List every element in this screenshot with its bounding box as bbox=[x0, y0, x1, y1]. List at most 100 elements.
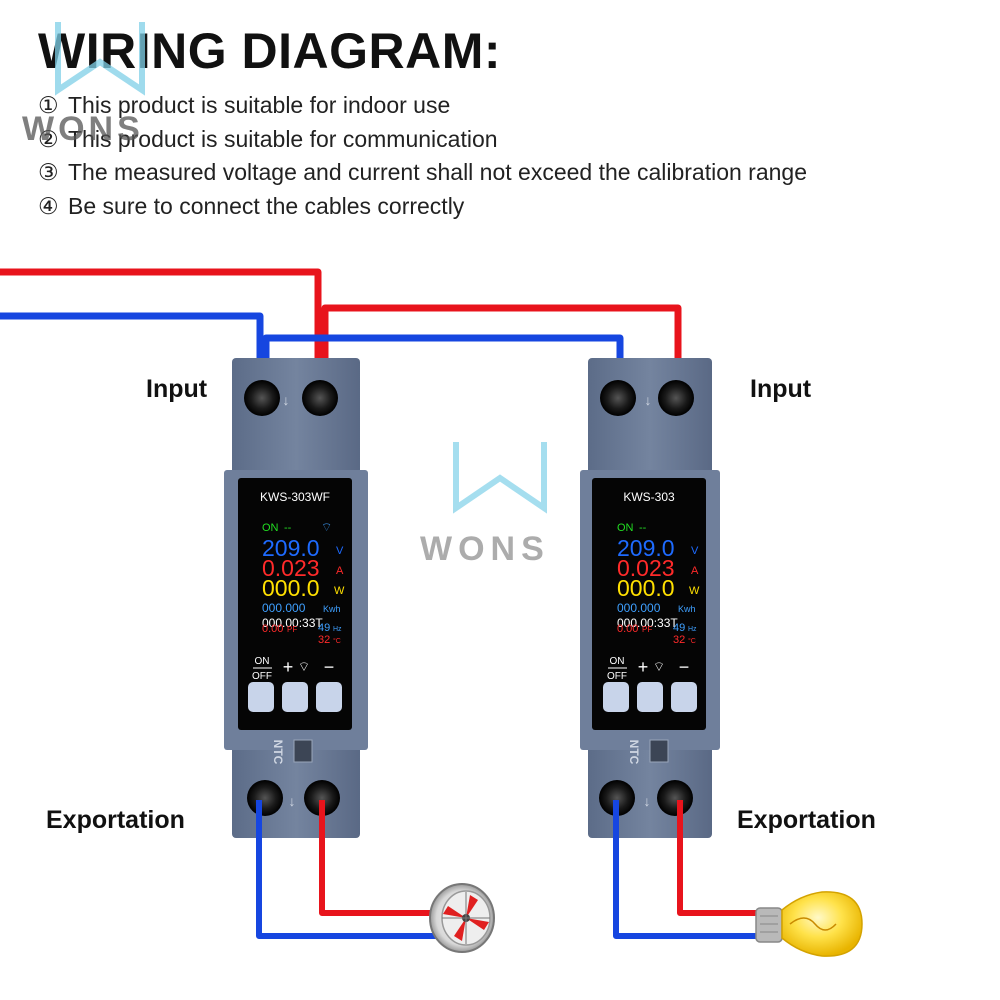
current-unit: A bbox=[691, 565, 699, 577]
lcd-screen bbox=[238, 478, 352, 730]
neutral-wire-bulb bbox=[613, 800, 770, 939]
note-marker: ② bbox=[38, 126, 59, 152]
note-marker: ④ bbox=[38, 193, 59, 219]
terminal-screw bbox=[247, 780, 283, 816]
output-wires bbox=[256, 800, 770, 939]
off-caption: OFF bbox=[607, 671, 627, 682]
note-text: Be sure to connect the cables correctly bbox=[68, 193, 465, 219]
pf-unit: PF bbox=[642, 625, 652, 634]
watermark-logo: WONS bbox=[420, 442, 547, 568]
minus-button bbox=[316, 682, 342, 712]
neutral-wire-supply bbox=[0, 312, 264, 395]
pf-value: 0.00 bbox=[262, 623, 283, 635]
terminal-screw bbox=[304, 780, 340, 816]
terminal-screw bbox=[599, 780, 635, 816]
minus-button bbox=[671, 682, 697, 712]
temp-unit: °C bbox=[688, 637, 696, 645]
input-label-left: Input bbox=[146, 375, 208, 403]
note-marker: ① bbox=[38, 92, 59, 118]
terminal-screw bbox=[244, 380, 280, 416]
voltage-unit: V bbox=[336, 545, 344, 557]
energy-value: 000.000 bbox=[262, 601, 306, 615]
energy-unit: Kwh bbox=[678, 604, 696, 614]
minus-icon: − bbox=[679, 657, 690, 677]
note-marker: ③ bbox=[38, 159, 59, 185]
on-caption: ON bbox=[255, 656, 270, 667]
live-wire-link bbox=[321, 304, 682, 395]
ntc-port bbox=[293, 739, 313, 763]
exportation-label-right: Exportation bbox=[737, 806, 876, 834]
fan-icon bbox=[429, 883, 495, 953]
off-caption: OFF bbox=[252, 671, 272, 682]
minus-icon: − bbox=[324, 657, 335, 677]
live-wire-bulb bbox=[677, 800, 770, 916]
lcd-screen bbox=[592, 478, 706, 730]
arrow-mark: ↓ bbox=[289, 793, 296, 809]
wifi-icon: ⌔ bbox=[653, 659, 665, 674]
on-off-button bbox=[248, 682, 274, 712]
current-value: 0.023 bbox=[617, 555, 675, 581]
page-title: WIRING DIAGRAM: bbox=[38, 23, 501, 79]
temp-unit: °C bbox=[333, 637, 341, 645]
terminal-screw bbox=[657, 780, 693, 816]
pf-value: 0.00 bbox=[617, 623, 638, 635]
status-dash: -- bbox=[639, 522, 647, 534]
input-label-right: Input bbox=[750, 375, 812, 403]
power-value: 000.0 bbox=[262, 575, 320, 601]
freq-value: 49 bbox=[318, 622, 330, 634]
voltage-unit: V bbox=[691, 545, 699, 557]
arrow-mark: ↓ bbox=[645, 392, 652, 408]
note-2: ② This product is suitable for communicat… bbox=[38, 128, 498, 151]
wifi-icon: ⌔ bbox=[321, 520, 332, 534]
status-on: ON bbox=[262, 522, 279, 534]
energy-unit: Kwh bbox=[323, 604, 341, 614]
status-on: ON bbox=[617, 522, 634, 534]
arrow-mark: ↓ bbox=[283, 392, 290, 408]
freq-unit: Hz bbox=[333, 626, 342, 633]
ntc-label: NTC bbox=[271, 740, 285, 765]
temp-value: 32 bbox=[673, 634, 685, 646]
plus-button bbox=[637, 682, 663, 712]
time-value: 000.00:33T bbox=[617, 616, 678, 630]
energy-value: 000.000 bbox=[617, 601, 661, 615]
light-bulb-icon bbox=[755, 891, 863, 957]
plus-icon: + bbox=[638, 657, 649, 677]
on-off-button bbox=[603, 682, 629, 712]
arrow-mark: ↓ bbox=[644, 793, 651, 809]
wifi-icon: ⌔ bbox=[298, 659, 310, 674]
time-value: 000.00:33T bbox=[262, 616, 323, 630]
terminal-screw bbox=[302, 380, 338, 416]
voltage-value: 209.0 bbox=[262, 535, 320, 561]
model-label: KWS-303WF bbox=[260, 490, 330, 504]
ntc-label: NTC bbox=[627, 740, 641, 765]
ntc-port bbox=[649, 739, 669, 763]
plus-icon: + bbox=[283, 657, 294, 677]
neutral-wire-fan bbox=[256, 800, 436, 939]
terminal-screw bbox=[600, 380, 636, 416]
power-unit: W bbox=[689, 585, 700, 597]
terminal-screw bbox=[658, 380, 694, 416]
temp-value: 32 bbox=[318, 634, 330, 646]
meter-device-right: ↓ KWS-303 ON -- 209.0 V 0.023 A 000.0 W … bbox=[580, 358, 720, 838]
on-caption: ON bbox=[610, 656, 625, 667]
model-label: KWS-303 bbox=[623, 490, 675, 504]
current-value: 0.023 bbox=[262, 555, 320, 581]
note-text: This product is suitable for communicati… bbox=[68, 126, 498, 152]
status-dash: -- bbox=[284, 522, 292, 534]
pf-unit: PF bbox=[287, 625, 297, 634]
plus-button bbox=[282, 682, 308, 712]
corner-logo: WONS bbox=[22, 22, 145, 148]
exportation-label-left: Exportation bbox=[46, 806, 185, 834]
live-wire-supply bbox=[0, 268, 322, 395]
live-wire-fan bbox=[319, 800, 436, 916]
meter-device-left: ↓ KWS-303WF ON -- ⌔ 209.0 V 0.023 A 000.… bbox=[224, 358, 368, 838]
voltage-value: 209.0 bbox=[617, 535, 675, 561]
note-4: ④ Be sure to connect the cables correctly bbox=[38, 195, 464, 218]
power-unit: W bbox=[334, 585, 345, 597]
freq-value: 49 bbox=[673, 622, 685, 634]
corner-logo-text: WONS bbox=[22, 110, 144, 148]
current-unit: A bbox=[336, 565, 344, 577]
freq-unit: Hz bbox=[688, 626, 697, 633]
